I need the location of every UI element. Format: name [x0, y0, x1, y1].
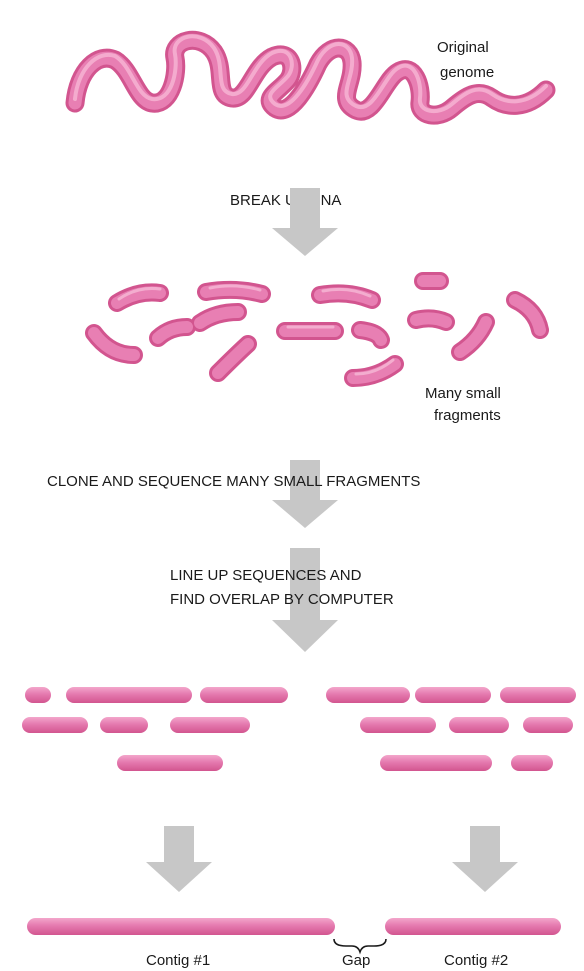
gap-brace [333, 938, 387, 955]
step-align-label-2: FIND OVERLAP BY COMPUTER [170, 591, 394, 608]
down-arrow-icon [146, 826, 212, 892]
down-arrow-icon [272, 548, 338, 652]
contig-1-label: Contig #1 [146, 952, 210, 969]
step-clone-label: CLONE AND SEQUENCE MANY SMALL FRAGMENTS [47, 473, 420, 490]
down-arrow-icon [272, 460, 338, 528]
fragments-label-2: fragments [434, 407, 501, 424]
step-break-label: BREAK UP DNA [230, 192, 341, 209]
contig-1-bar [27, 918, 335, 935]
step-align-label-1: LINE UP SEQUENCES AND [170, 567, 362, 584]
contigs [27, 918, 561, 935]
dna-fragments [85, 272, 549, 387]
gap-label: Gap [342, 952, 370, 969]
aligned-reads [22, 687, 576, 771]
original-genome-label-2: genome [440, 64, 494, 81]
contig-2-bar [385, 918, 561, 935]
fragments-label-1: Many small [425, 385, 501, 402]
down-arrow-icon [272, 188, 338, 256]
contig-2-label: Contig #2 [444, 952, 508, 969]
down-arrow-icon [452, 826, 518, 892]
original-genome-label-1: Original [437, 39, 489, 56]
original-genome-strand [65, 30, 556, 125]
